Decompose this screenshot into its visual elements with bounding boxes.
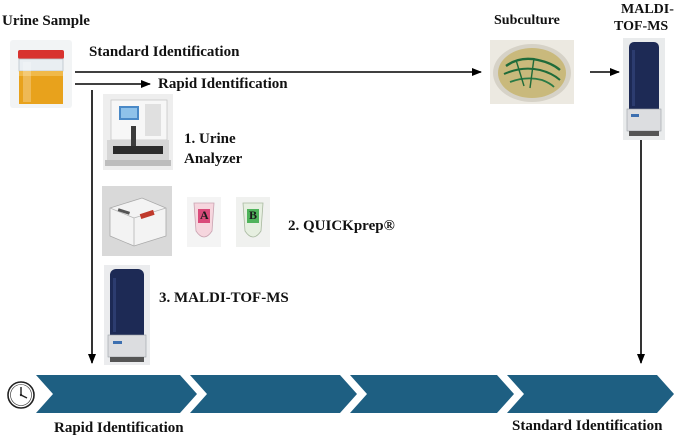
timeline-segment-4: [507, 375, 674, 413]
maldi-top-label-line1: MALDI-: [621, 2, 674, 17]
urine-sample-photo: [10, 40, 72, 108]
standard-identification-top-label: Standard Identification: [89, 44, 240, 60]
tube-b-label: B: [249, 208, 258, 222]
rapid-identification-top-label: Rapid Identification: [158, 76, 288, 92]
tube-a-label: A: [200, 208, 209, 222]
tube-b-photo: B: [236, 197, 270, 247]
maldi-rapid-photo: [104, 265, 150, 365]
maldi-standard-photo: [623, 38, 665, 140]
step-1-label-line1: 1. Urine: [184, 131, 236, 147]
maldi-top-label-line2: TOF-MS: [614, 19, 669, 34]
timeline-segment-3: [350, 375, 514, 413]
quickprep-kit-photo: [102, 186, 172, 256]
timeline-segment-2: [190, 375, 357, 413]
timeline-segment-1: [36, 375, 197, 413]
subculture-plate-photo: [490, 40, 574, 104]
step-1-label-line2: Analyzer: [184, 151, 243, 167]
standard-identification-bottom-label: Standard Identification: [512, 418, 663, 434]
tube-a-photo: A: [187, 197, 221, 247]
step-2-label: 2. QUICKprep®: [288, 218, 395, 234]
step-3-label: 3. MALDI-TOF-MS: [159, 290, 289, 306]
rapid-identification-bottom-label: Rapid Identification: [54, 420, 184, 436]
urine-analyzer-photo: [103, 94, 173, 170]
clock-icon: [7, 381, 35, 409]
timeline: [36, 375, 674, 413]
urine-sample-label: Urine Sample: [2, 13, 90, 29]
subculture-label: Subculture: [494, 13, 560, 28]
